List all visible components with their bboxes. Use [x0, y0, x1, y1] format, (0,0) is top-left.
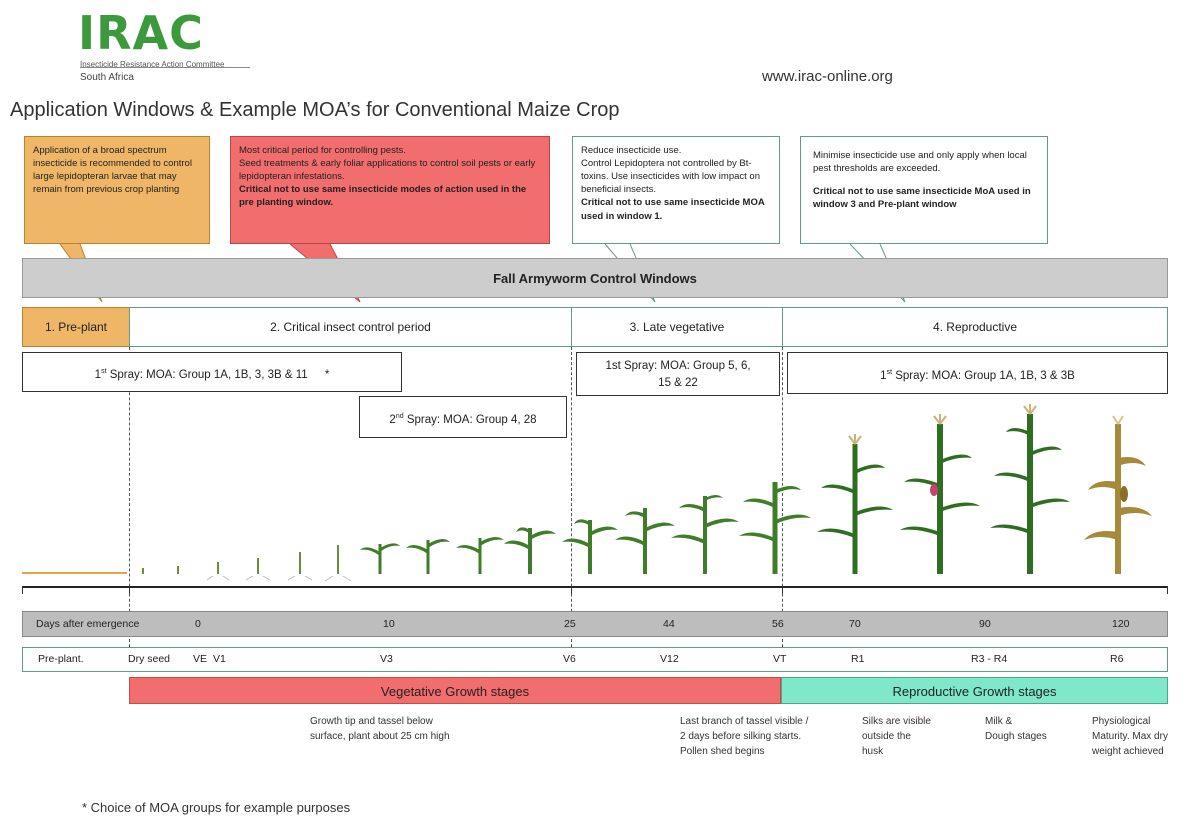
callout-late-veg-line2: Control Lepidoptera not controlled by Bt…: [581, 158, 760, 196]
spray-box-window2-second: 2nd Spray: MOA: Group 4, 28: [359, 396, 567, 438]
stage-label: R1: [851, 653, 865, 665]
callout-late-veg-line1: Reduce insecticide use.: [581, 145, 682, 156]
spray-box-window4: 1st Spray: MOA: Group 1A, 1B, 3 & 3B: [787, 352, 1168, 394]
days-after-emergence-bar: [22, 611, 1168, 637]
stage-label: V6: [563, 653, 576, 665]
day-value: 120: [1112, 618, 1130, 630]
spray-number: 1: [94, 368, 102, 381]
stage-label: VT: [773, 653, 787, 665]
logo-subtitle: Insecticide Resistance Action Committee: [80, 60, 225, 69]
note-line: surface, plant about 25 cm high: [310, 731, 450, 742]
callout-critical-line1: Most critical period for controlling pes…: [239, 145, 406, 156]
day-value: 0: [195, 618, 201, 630]
stage-label: VE: [193, 653, 208, 665]
note-line: Last branch of tassel visible /: [680, 716, 809, 727]
spray-footnote-marker: *: [324, 368, 330, 381]
reproductive-stages-band: Reproductive Growth stages: [781, 677, 1168, 704]
note-line: Milk &: [985, 716, 1013, 727]
day-value: 70: [849, 618, 861, 630]
day-value: 10: [383, 618, 395, 630]
website-link[interactable]: www.irac-online.org: [762, 68, 893, 85]
separator-v6: [571, 347, 572, 647]
stage-label: Dry seed: [128, 653, 171, 665]
callout-critical-line2: Seed treatments & early foliar applicati…: [239, 158, 536, 183]
spray-ordinal: nd: [395, 413, 404, 420]
timeline-tick: [782, 586, 783, 594]
separator-vt: [782, 347, 783, 647]
young-maize-icon: [360, 482, 811, 574]
timeline-tick: [1167, 586, 1168, 594]
note-v3: Growth tip and tassel below surface, pla…: [310, 714, 450, 744]
window-late-vegetative: 3. Late vegetative: [571, 307, 783, 347]
callout-reproductive: Minimise insecticide use and only apply …: [800, 136, 1048, 244]
spray-text-cont: 15 & 22: [658, 376, 698, 389]
note-r1: Silks are visible outside the husk: [862, 714, 931, 759]
timeline-axis: [22, 586, 1168, 588]
stage-label: R6: [1110, 653, 1124, 665]
note-line: Dough stages: [985, 731, 1047, 742]
seedling-icon: [142, 545, 339, 574]
timeline-tick: [129, 586, 130, 594]
note-line: husk: [862, 746, 884, 757]
logo: IRAC: [78, 6, 204, 60]
stage-label: V3: [380, 653, 393, 665]
day-value: 90: [979, 618, 991, 630]
callout-repro-warning: Critical not to use same insecticide MoA…: [813, 186, 1031, 211]
stage-label: V12: [660, 653, 679, 665]
spray-ordinal: st: [101, 368, 107, 375]
spray-number: 2: [389, 413, 396, 426]
timeline-tick: [22, 586, 23, 594]
note-line: Physiological: [1092, 716, 1151, 727]
spray-text: Spray: MOA: Group 1A, 1B, 3, 3B & 11: [106, 368, 308, 381]
note-line: outside the: [862, 731, 911, 742]
control-windows-banner: Fall Armyworm Control Windows: [22, 258, 1168, 298]
roots-icon: [206, 575, 352, 582]
day-value: 25: [564, 618, 576, 630]
days-label: Days after emergence: [36, 618, 140, 630]
timeline-tick: [571, 586, 572, 594]
spray-text: Spray: MOA: Group 4, 28: [403, 413, 537, 426]
spray-text: Spray: MOA: Group 1A, 1B, 3 & 3B: [892, 369, 1075, 382]
window-preplant: 1. Pre-plant: [22, 307, 130, 347]
window-critical: 2. Critical insect control period: [129, 307, 572, 347]
dry-maize-icon: [1084, 415, 1152, 574]
callout-critical: Most critical period for controlling pes…: [230, 136, 550, 244]
window-reproductive: 4. Reproductive: [782, 307, 1168, 347]
vegetative-stages-band: Vegetative Growth stages: [129, 677, 781, 704]
spray-number: 1: [880, 369, 887, 382]
callout-preplant-text: Application of a broad spectrum insectic…: [33, 145, 192, 196]
stage-label: R3 - R4: [971, 653, 1008, 665]
footnote: * Choice of MOA groups for example purpo…: [82, 800, 351, 815]
logo-divider: [80, 67, 250, 68]
spray-box-window3: 1st Spray: MOA: Group 5, 6, 15 & 22: [576, 352, 780, 396]
logo-region: South Africa: [80, 72, 134, 83]
note-r3-r4: Milk & Dough stages: [985, 714, 1047, 744]
page-title: Application Windows & Example MOA’s for …: [10, 99, 620, 121]
stage-label: Pre-plant.: [38, 653, 84, 665]
note-line: weight achieved: [1092, 746, 1164, 757]
spray-ordinal: st: [886, 369, 893, 376]
day-value: 56: [772, 618, 784, 630]
callout-preplant: Application of a broad spectrum insectic…: [24, 136, 210, 244]
growth-stage-bar: [22, 647, 1168, 672]
mature-maize-icon: [817, 404, 1070, 574]
note-line: Maturity. Max dry: [1092, 731, 1168, 742]
stage-label: V1: [213, 653, 226, 665]
note-line: Growth tip and tassel below: [310, 716, 433, 727]
callout-repro-line1: Minimise insecticide use and only apply …: [813, 150, 1027, 175]
separator-preplant: [129, 347, 130, 647]
note-line: Pollen shed begins: [680, 746, 765, 757]
note-vt: Last branch of tassel visible / 2 days b…: [680, 714, 808, 759]
preplant-indicator: [22, 572, 127, 574]
note-line: 2 days before silking starts.: [680, 731, 802, 742]
callout-late-veg-warning: Critical not to use same insecticide MOA…: [581, 197, 765, 222]
callout-critical-warning: Critical not to use same insecticide mod…: [239, 184, 527, 209]
spray-box-window2-first: 1st Spray: MOA: Group 1A, 1B, 3, 3B & 11…: [22, 352, 402, 392]
callout-late-vegetative: Reduce insecticide use. Control Lepidopt…: [572, 136, 780, 244]
note-r6: Physiological Maturity. Max dry weight a…: [1092, 714, 1168, 759]
note-line: Silks are visible: [862, 716, 931, 727]
spray-text: 1st Spray: MOA: Group 5, 6,: [605, 360, 751, 372]
day-value: 44: [663, 618, 675, 630]
